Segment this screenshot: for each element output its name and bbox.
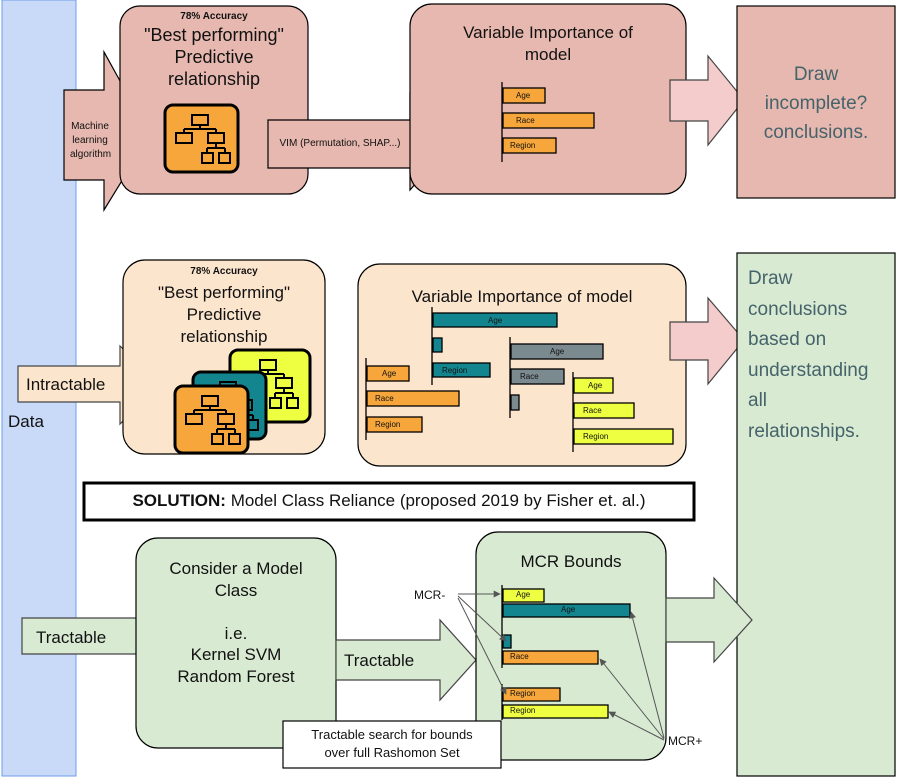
bar-label: Age (588, 381, 603, 390)
bar-label: Race (583, 406, 602, 415)
bar-label: Region (510, 141, 536, 150)
ml-algorithm-label: Machine learning algorithm (70, 121, 112, 160)
bar-label: Region (510, 689, 536, 698)
bar-label: Race (520, 372, 539, 381)
bar-label: Age (516, 91, 531, 100)
conclusion-text-top: Draw incomplete? conclusions. (763, 64, 869, 143)
tractable-mid-label: Tractable (344, 651, 415, 670)
model-title-top: "Best performing" Predictive relationshi… (144, 25, 284, 89)
intractable-label: Intractable (26, 375, 106, 394)
conclusion-arrow-top (669, 54, 745, 147)
bar-region (502, 137, 557, 154)
search-note-text: Tractable search for bounds over full Ra… (311, 727, 473, 760)
search-note-box (282, 720, 502, 769)
solution-rest: Model Class Reliance (proposed 2019 by F… (225, 491, 646, 510)
data-label: Data (8, 412, 44, 431)
mcr-minus-label: MCR- (414, 588, 446, 602)
accuracy-label-middle: 78% Accuracy (190, 266, 258, 277)
bar-label: Age (550, 347, 565, 356)
bar-label: Age (561, 605, 576, 614)
bar-age (502, 87, 546, 104)
model-title-middle: "Best performing" Predictive relationshi… (157, 283, 291, 346)
bar-label: Age (516, 590, 531, 599)
solution-bold: SOLUTION: (132, 491, 226, 510)
bar-label: Age (382, 369, 397, 378)
bar-label: Region (375, 420, 401, 429)
solution-text: SOLUTION: Model Class Reliance (proposed… (84, 491, 694, 511)
model-class-text: Consider a Model Class i.e. Kernel SVM R… (169, 559, 303, 686)
bar-label: Race (516, 116, 535, 125)
vim-arrow-label: VIM (Permutation, SHAP...) (279, 138, 401, 149)
vim-title-middle: Variable Importance of model (411, 287, 633, 306)
bar-label: Race (510, 652, 529, 661)
vim-title-top: Variable Importance of model (463, 23, 633, 64)
tractable-in-label: Tractable (36, 628, 107, 647)
conclusion-arrow-bottom (665, 576, 753, 664)
conclusion-text-middle: Draw conclusions based on understanding … (748, 268, 869, 442)
accuracy-label-top: 78% Accuracy (180, 11, 248, 22)
conclusion-box-middle (736, 252, 896, 777)
solution-banner (82, 481, 696, 522)
mcr-plus-label: MCR+ (668, 734, 703, 748)
bar-race (502, 112, 595, 129)
bar-label: Region (442, 366, 468, 375)
bar-label: Age (488, 316, 503, 325)
conclusion-box-top (736, 5, 896, 199)
tractable-arrow-mid (335, 618, 477, 702)
bar-label: Race (375, 394, 394, 403)
bar-label: Region (510, 706, 536, 715)
mcr-title: MCR Bounds (520, 552, 622, 571)
bar-label: Region (583, 432, 609, 441)
conclusion-arrow-middle (669, 296, 745, 386)
